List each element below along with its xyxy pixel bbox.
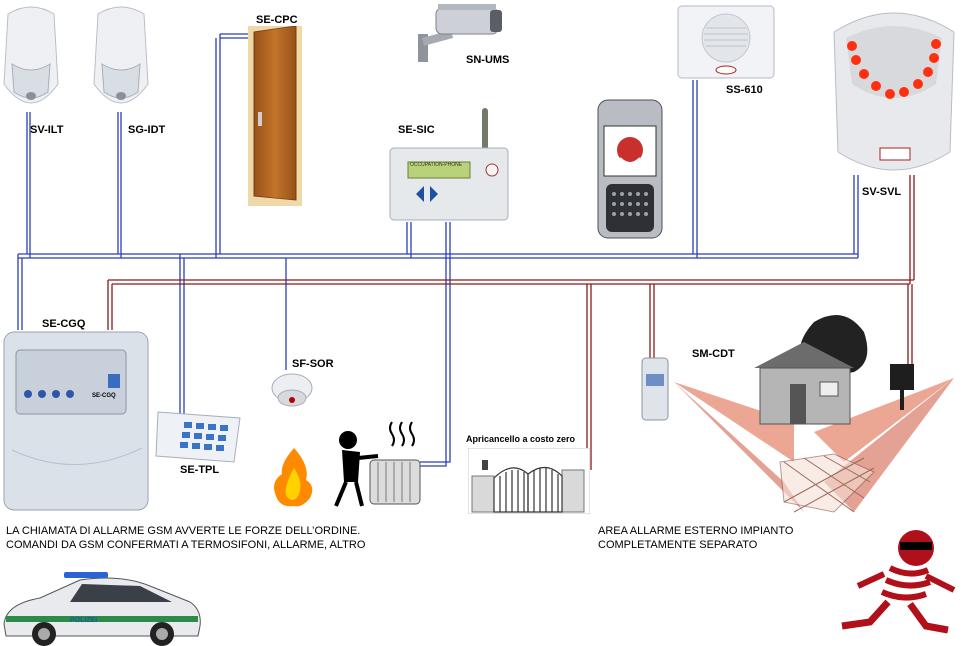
gate-icon — [468, 448, 590, 514]
label-se-cgq: SE-CGQ — [42, 318, 86, 330]
caption-left-line2: COMANDI DA GSM CONFERMATI A TERMOSIFONI,… — [6, 539, 366, 551]
label-sv-ilt: SV-ILT — [30, 124, 64, 136]
caption-right-line2: COMPLETAMENTE SEPARATO — [598, 539, 758, 551]
motion-sensor-icon — [93, 6, 149, 104]
sic-display: OCCUPATION-PHONE — [410, 162, 463, 168]
label-sm-cdt: SM-CDT — [692, 348, 735, 360]
house-icon — [674, 314, 954, 513]
motion-sensor-icon — [3, 6, 59, 104]
siren-icon — [833, 12, 955, 171]
smoke-detector-icon — [271, 373, 313, 407]
camera-icon — [418, 4, 502, 62]
control-panel-icon — [3, 331, 149, 511]
motion-sensor-icon — [641, 357, 669, 421]
label-ss-610: SS-610 — [726, 84, 763, 96]
fire-icon — [274, 448, 313, 507]
gsm-module-icon — [389, 108, 509, 221]
caption-left-line1: LA CHIAMATA DI ALLARME GSM AVVERTE LE FO… — [6, 525, 361, 537]
radiator-icon — [334, 421, 421, 507]
burglar-icon — [841, 530, 956, 634]
label-sv-svl: SV-SVL — [862, 186, 902, 198]
keypad-icon — [155, 411, 241, 463]
panel-badge: SE-CGQ — [92, 393, 116, 399]
label-se-cpc: SE-CPC — [256, 14, 298, 26]
police-car-icon — [3, 572, 201, 646]
label-se-tpl: SE-TPL — [180, 464, 220, 476]
label-sf-sor: SF-SOR — [292, 358, 334, 370]
speaker-icon — [677, 5, 775, 79]
label-se-sic: SE-SIC — [398, 124, 435, 136]
caption-right-line1: AREA ALLARME ESTERNO IMPIANTO — [598, 525, 794, 537]
door-icon — [248, 26, 302, 206]
label-sg-idt: SG-IDT — [128, 124, 166, 136]
police-text: POLIZEI — [70, 617, 98, 624]
phone-icon — [597, 99, 663, 239]
label-sn-ums: SN-UMS — [466, 54, 510, 66]
gate-caption: Apricancello a costo zero — [466, 434, 576, 444]
